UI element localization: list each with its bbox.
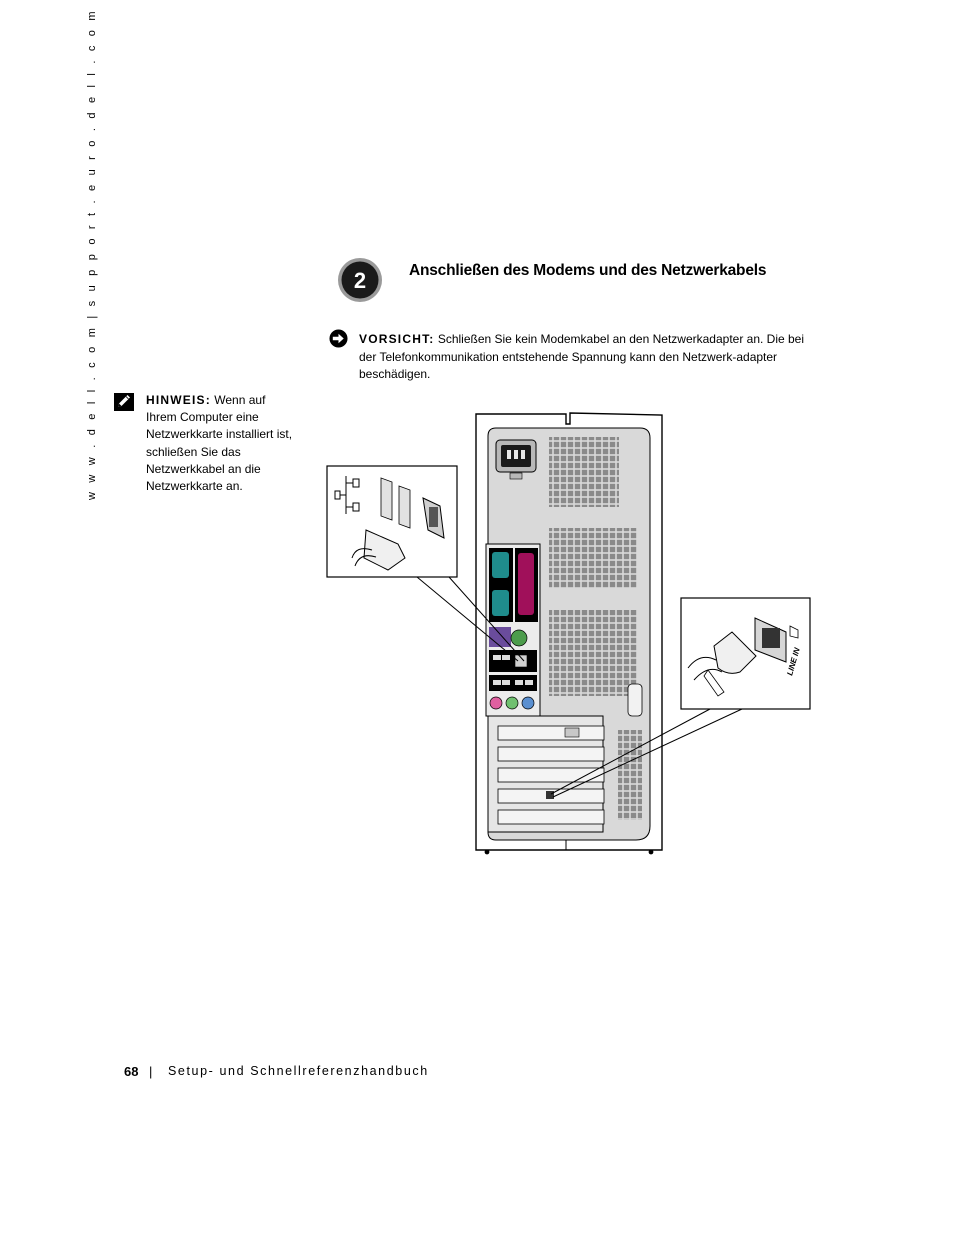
phone-line-icon [789, 625, 799, 639]
step-number-badge: 2 [338, 258, 382, 302]
network-callout [326, 465, 458, 578]
footer-separator: | [149, 1064, 153, 1079]
sidebar-url: w w w . d e l l . c o m | s u p p o r t … [86, 8, 98, 500]
note-pencil-icon [114, 393, 134, 411]
audio-in-port [521, 696, 535, 710]
footer-title: Setup- und Schnellreferenzhandbuch [168, 1064, 429, 1078]
mouse-port [510, 629, 528, 647]
note-body: Wenn auf Ihrem Computer eine Netzwerkkar… [146, 393, 293, 494]
padlock-ring [627, 683, 643, 717]
power-connector [495, 439, 537, 480]
section-heading: Anschließen des Modems und des Netzwerka… [409, 262, 767, 279]
keyboard-port [489, 627, 511, 647]
network-symbol-icon [334, 476, 360, 514]
network-port [514, 654, 528, 668]
computer-back-panel-illustration: LINE IN [326, 412, 811, 855]
usb-network-block [489, 650, 537, 672]
usb-block [489, 675, 537, 691]
caution-label: VORSICHT: [359, 332, 435, 346]
serial-port-2 [492, 590, 509, 616]
caution-notice: VORSICHT: Schließen Sie kein Modemkabel … [359, 331, 819, 384]
caution-arrow-icon [329, 329, 348, 348]
expansion-slots [487, 715, 605, 833]
serial-port-1 [492, 552, 509, 578]
note: HINWEIS: Wenn auf Ihrem Computer eine Ne… [146, 392, 296, 495]
ventilation-grilles [549, 437, 642, 820]
audio-out-port [505, 696, 519, 710]
caution-body: Schließen Sie kein Modemkabel an den Net… [359, 332, 805, 381]
parallel-port [518, 553, 534, 615]
modem-callout: LINE IN [680, 597, 811, 710]
callout-lines [416, 576, 743, 798]
page-number: 68 [124, 1064, 139, 1079]
io-panel [485, 543, 541, 717]
step-number: 2 [354, 268, 366, 293]
audio-mic-port [489, 696, 503, 710]
note-label: HINWEIS: [146, 393, 211, 407]
